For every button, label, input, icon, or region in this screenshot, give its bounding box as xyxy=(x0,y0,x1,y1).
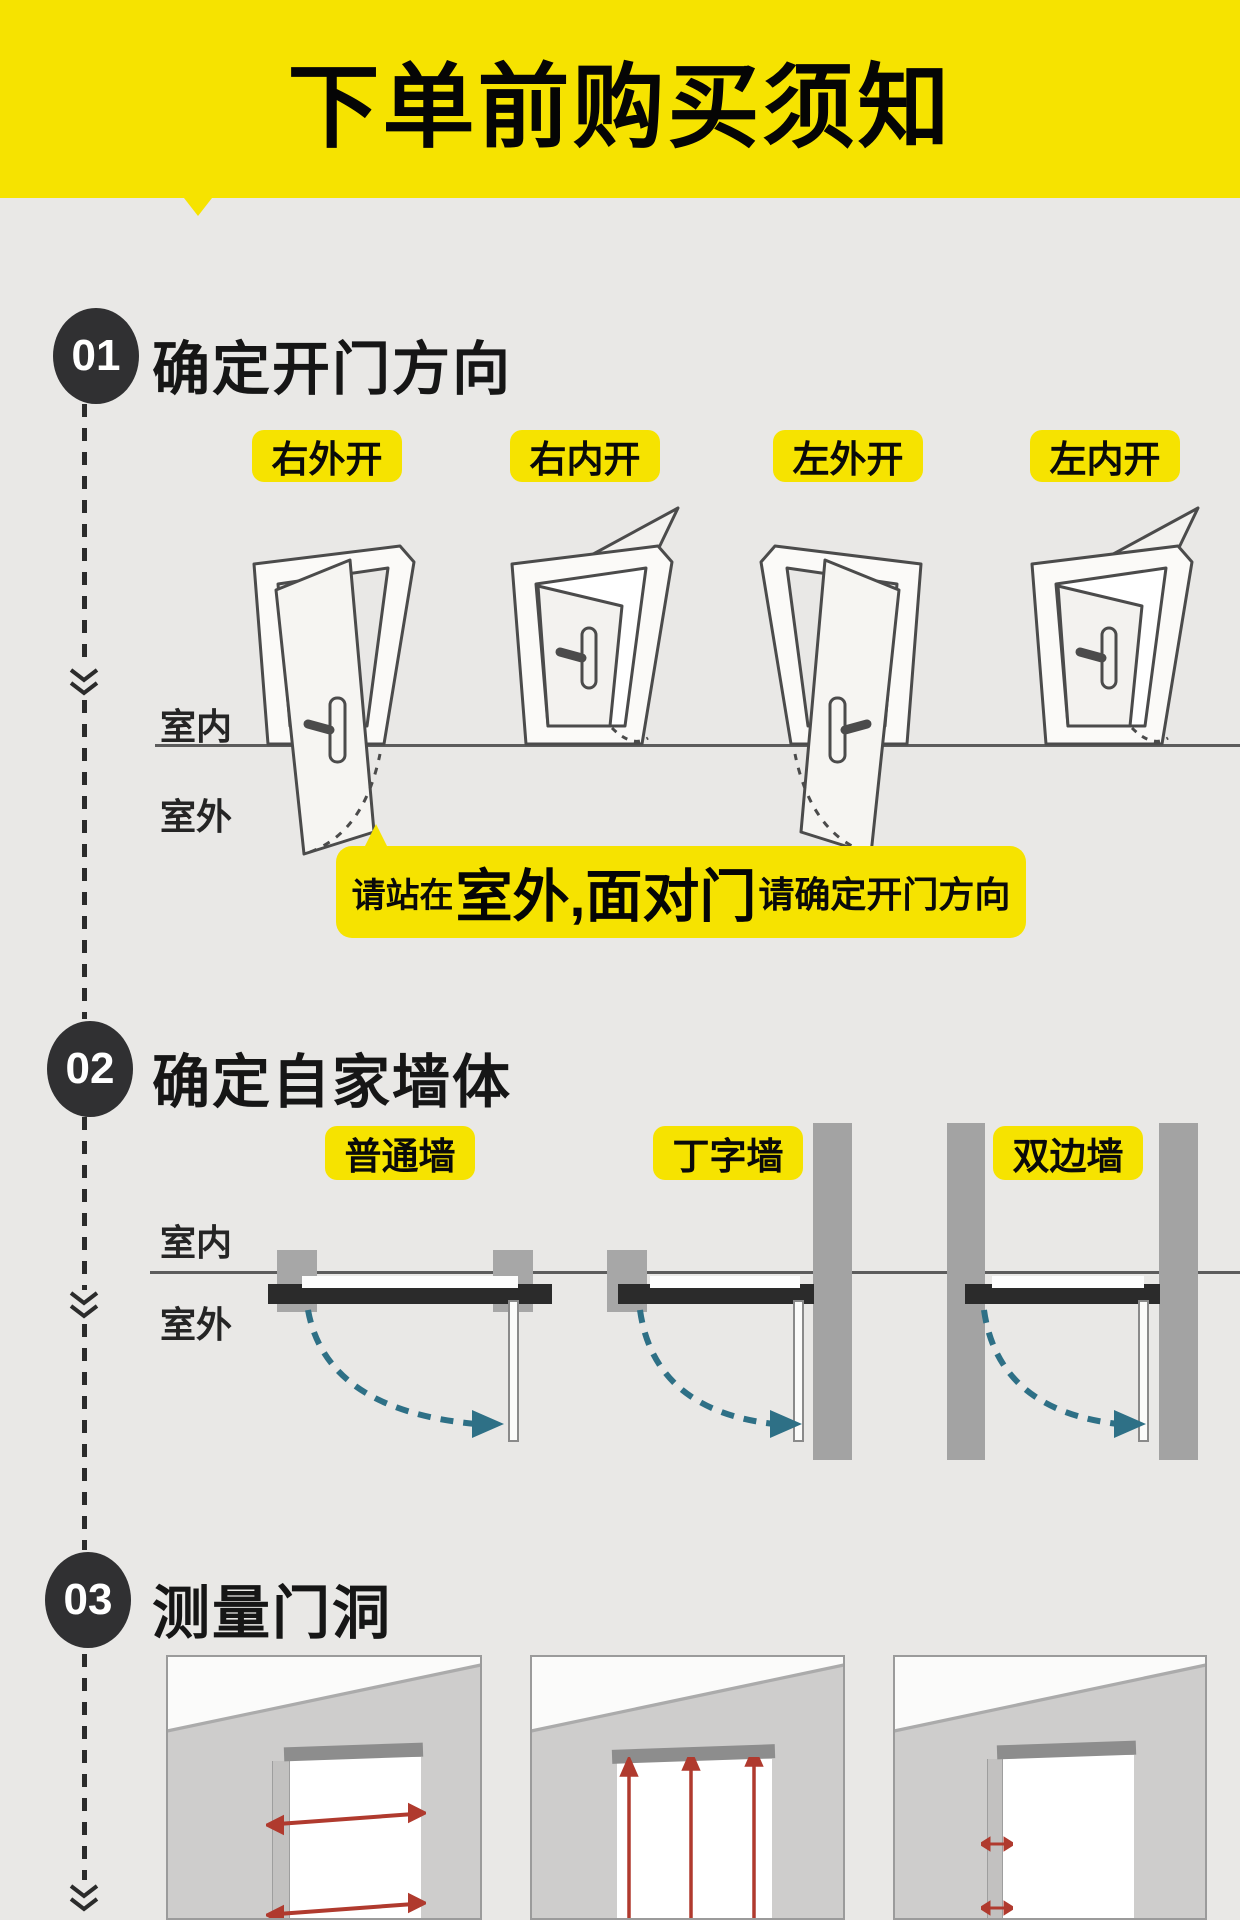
note-pointer-triangle xyxy=(364,824,388,848)
wall-line-step2 xyxy=(150,1271,1240,1274)
wall-line-step1 xyxy=(155,744,1240,747)
wall-column xyxy=(1159,1123,1198,1460)
header-pointer-triangle xyxy=(184,198,212,216)
open-door-ghost xyxy=(1138,1300,1149,1442)
wall-label-double: 双边墙 xyxy=(993,1126,1143,1180)
door-slot xyxy=(302,1276,518,1288)
door-opening xyxy=(617,1759,772,1918)
measure-arrow-icon xyxy=(266,1802,426,1918)
wall-label-t: 丁字墙 xyxy=(653,1126,803,1180)
door-diagram-left-outward xyxy=(733,498,963,860)
swing-arrow-icon xyxy=(300,1306,510,1447)
outdoor-label-step2: 室外 xyxy=(160,1304,233,1345)
open-door-ghost xyxy=(508,1300,519,1442)
door-label-left-in: 左内开 xyxy=(1030,430,1180,482)
note-prefix: 请站在 xyxy=(351,876,454,915)
door-slot xyxy=(650,1276,800,1288)
door-opening xyxy=(1003,1755,1134,1918)
chevron-down-icon xyxy=(64,668,104,698)
open-door-ghost xyxy=(793,1300,804,1442)
timeline-dash xyxy=(82,700,87,1019)
chevron-down-icon xyxy=(64,1884,104,1914)
door-label-left-out: 左外开 xyxy=(773,430,923,482)
header-banner: 下单前购买须知 xyxy=(0,0,1240,198)
wall-column xyxy=(813,1123,852,1460)
door-slab xyxy=(618,1284,814,1304)
door-jamb xyxy=(272,1761,290,1918)
door-diagram-right-outward xyxy=(212,498,442,860)
step-2-title: 确定自家墙体 xyxy=(152,1050,513,1115)
door-label-right-out: 右外开 xyxy=(252,430,402,482)
timeline-dash xyxy=(82,1117,87,1290)
step-3-number: 03 xyxy=(63,1575,113,1624)
door-slab xyxy=(268,1284,552,1304)
door-opening xyxy=(290,1757,421,1918)
indoor-label-step2: 室内 xyxy=(160,1222,233,1263)
page-title: 下单前购买须知 xyxy=(287,56,953,159)
indoor-label-step1: 室内 xyxy=(160,706,233,747)
measure-panel-height xyxy=(530,1655,845,1920)
note-emphasis: 室外,面对门 xyxy=(455,865,757,929)
door-slot xyxy=(992,1276,1144,1288)
step-1-badge: 01 xyxy=(53,308,139,404)
door-diagram-left-inward xyxy=(990,498,1220,860)
timeline-dash xyxy=(82,404,87,668)
timeline-dash xyxy=(82,1654,87,1880)
swing-arrow-icon xyxy=(632,1306,807,1447)
measure-panel-width xyxy=(166,1655,482,1920)
timeline-dash xyxy=(82,1324,87,1550)
door-diagram-right-inward xyxy=(470,498,700,860)
outdoor-label-step1: 室外 xyxy=(160,796,233,837)
measure-panel-depth xyxy=(893,1655,1207,1920)
chevron-down-icon xyxy=(64,1291,104,1321)
measure-arrow-icon xyxy=(981,1836,1013,1916)
step-2-badge: 02 xyxy=(47,1021,133,1117)
note-suffix: 请确定开门方向 xyxy=(758,874,1011,915)
step-1-title: 确定开门方向 xyxy=(152,337,513,402)
step-1-number: 01 xyxy=(71,331,121,380)
orientation-note: 请站在 室外,面对门 请确定开门方向 xyxy=(336,824,1026,938)
step-3-badge: 03 xyxy=(45,1552,131,1648)
door-slab xyxy=(965,1284,1160,1304)
step-3-title: 测量门洞 xyxy=(152,1581,393,1646)
wall-label-normal: 普通墙 xyxy=(325,1126,475,1180)
step-2-number: 02 xyxy=(65,1044,115,1093)
door-label-right-in: 右内开 xyxy=(510,430,660,482)
swing-arrow-icon xyxy=(976,1306,1151,1447)
measure-arrow-icon xyxy=(619,1757,764,1918)
